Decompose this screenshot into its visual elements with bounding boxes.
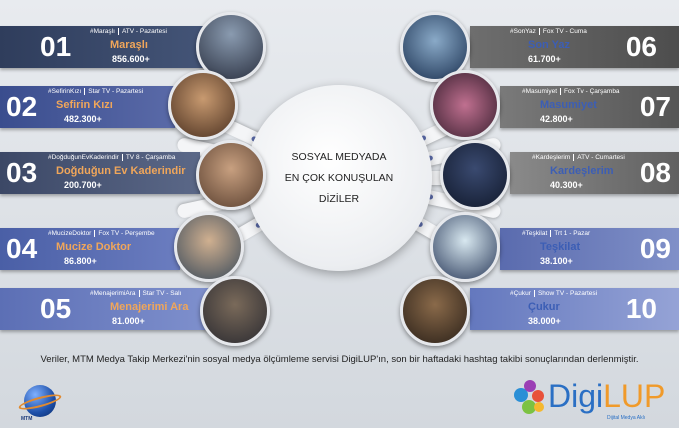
rank-number: 09: [639, 233, 671, 264]
show-poster-09: [430, 212, 500, 282]
show-title: Mucize Doktor: [56, 241, 132, 253]
digilup-logo: DigiLUP Dijital Medya Aklı: [512, 378, 666, 424]
mention-count: 38.100+: [540, 256, 573, 266]
footer-note: Veriler, MTM Medya Takip Merkezi'nin sos…: [40, 354, 639, 365]
rank-number: 02: [6, 91, 38, 122]
channel: Star TV - Pazartesi: [88, 88, 144, 95]
channel: Star TV - Salı: [142, 290, 182, 297]
channel: Show TV - Pazartesi: [537, 290, 598, 297]
show-poster-01: [196, 12, 266, 82]
show-poster-08: [440, 140, 510, 210]
channel: Fox TV - Cuma: [542, 28, 587, 35]
mention-count: 61.700+: [528, 54, 561, 64]
hashtag: #DoğduğunEvKaderindir: [48, 154, 123, 161]
digilup-tagline: Dijital Medya Aklı: [607, 415, 646, 421]
mtm-logo-text: MTM: [21, 416, 33, 422]
mention-count: 86.800+: [64, 256, 97, 266]
show-title: Son Yaz: [528, 39, 570, 51]
hashtag: #Teşkilat: [522, 230, 552, 237]
channel: ATV - Cumartesi: [577, 154, 625, 161]
channel: Trt 1 - Pazar: [554, 230, 591, 237]
show-poster-05: [200, 276, 270, 346]
show-title: Menajerimi Ara: [110, 301, 189, 313]
hashtag: #Maraşlı: [90, 28, 119, 35]
rank-number: 04: [6, 233, 38, 264]
show-title: Sefirin Kızı: [56, 99, 113, 111]
rank-number: 01: [40, 31, 72, 62]
show-title: Masumiyet: [540, 99, 597, 111]
center-title-line: SOSYAL MEDYADA: [291, 150, 387, 163]
center-title: SOSYAL MEDYADA EN ÇOK KONUŞULAN DİZİLER: [246, 85, 432, 271]
mention-count: 81.000+: [112, 316, 145, 326]
mention-count: 200.700+: [64, 180, 102, 190]
hashtag: #Çukur: [510, 290, 535, 297]
digilup-logo-digi: Digi: [548, 378, 604, 414]
rank-number: 07: [639, 91, 671, 122]
channel: TV 8 - Çarşamba: [125, 154, 176, 161]
hashtag: #SefirinKızı: [48, 88, 86, 95]
show-poster-04: [174, 212, 244, 282]
mention-count: 38.000+: [528, 316, 561, 326]
mention-count: 482.300+: [64, 114, 102, 124]
rank-number: 03: [6, 157, 38, 188]
rank-number: 05: [40, 293, 72, 324]
hashtag: #MucizeDoktor: [48, 230, 96, 237]
show-poster-07: [430, 70, 500, 140]
rank-number: 06: [625, 31, 657, 62]
show-title: Teşkilat: [540, 241, 581, 253]
channel: Fox Tv - Çarşamba: [564, 88, 620, 95]
mtm-logo: MTM: [17, 385, 63, 422]
rank-number: 08: [639, 157, 671, 188]
show-title: Doğduğun Ev Kaderindir: [56, 165, 186, 177]
mention-count: 40.300+: [550, 180, 583, 190]
show-title: Kardeşlerim: [550, 165, 614, 177]
center-title-line: DİZİLER: [318, 192, 360, 205]
channel: ATV - Pazartesi: [121, 28, 167, 35]
show-poster-02: [168, 70, 238, 140]
hashtag: #Masumiyet: [522, 88, 562, 95]
mention-count: 42.800+: [540, 114, 573, 124]
rank-number: 10: [625, 293, 657, 324]
hashtag: #Kardeşlerim: [532, 154, 575, 161]
channel: Fox TV - Perşembe: [98, 230, 155, 237]
show-poster-03: [196, 140, 266, 210]
digilup-logo-lup: LUP: [603, 378, 666, 414]
show-title: Çukur: [528, 301, 560, 313]
hashtag: #SonYaz: [510, 28, 540, 35]
mention-count: 856.600+: [112, 54, 150, 64]
show-title: Maraşlı: [110, 39, 148, 51]
hashtag: #MenajerimiAra: [90, 290, 140, 297]
center-title-line: EN ÇOK KONUŞULAN: [284, 171, 394, 184]
show-poster-10: [400, 276, 470, 346]
